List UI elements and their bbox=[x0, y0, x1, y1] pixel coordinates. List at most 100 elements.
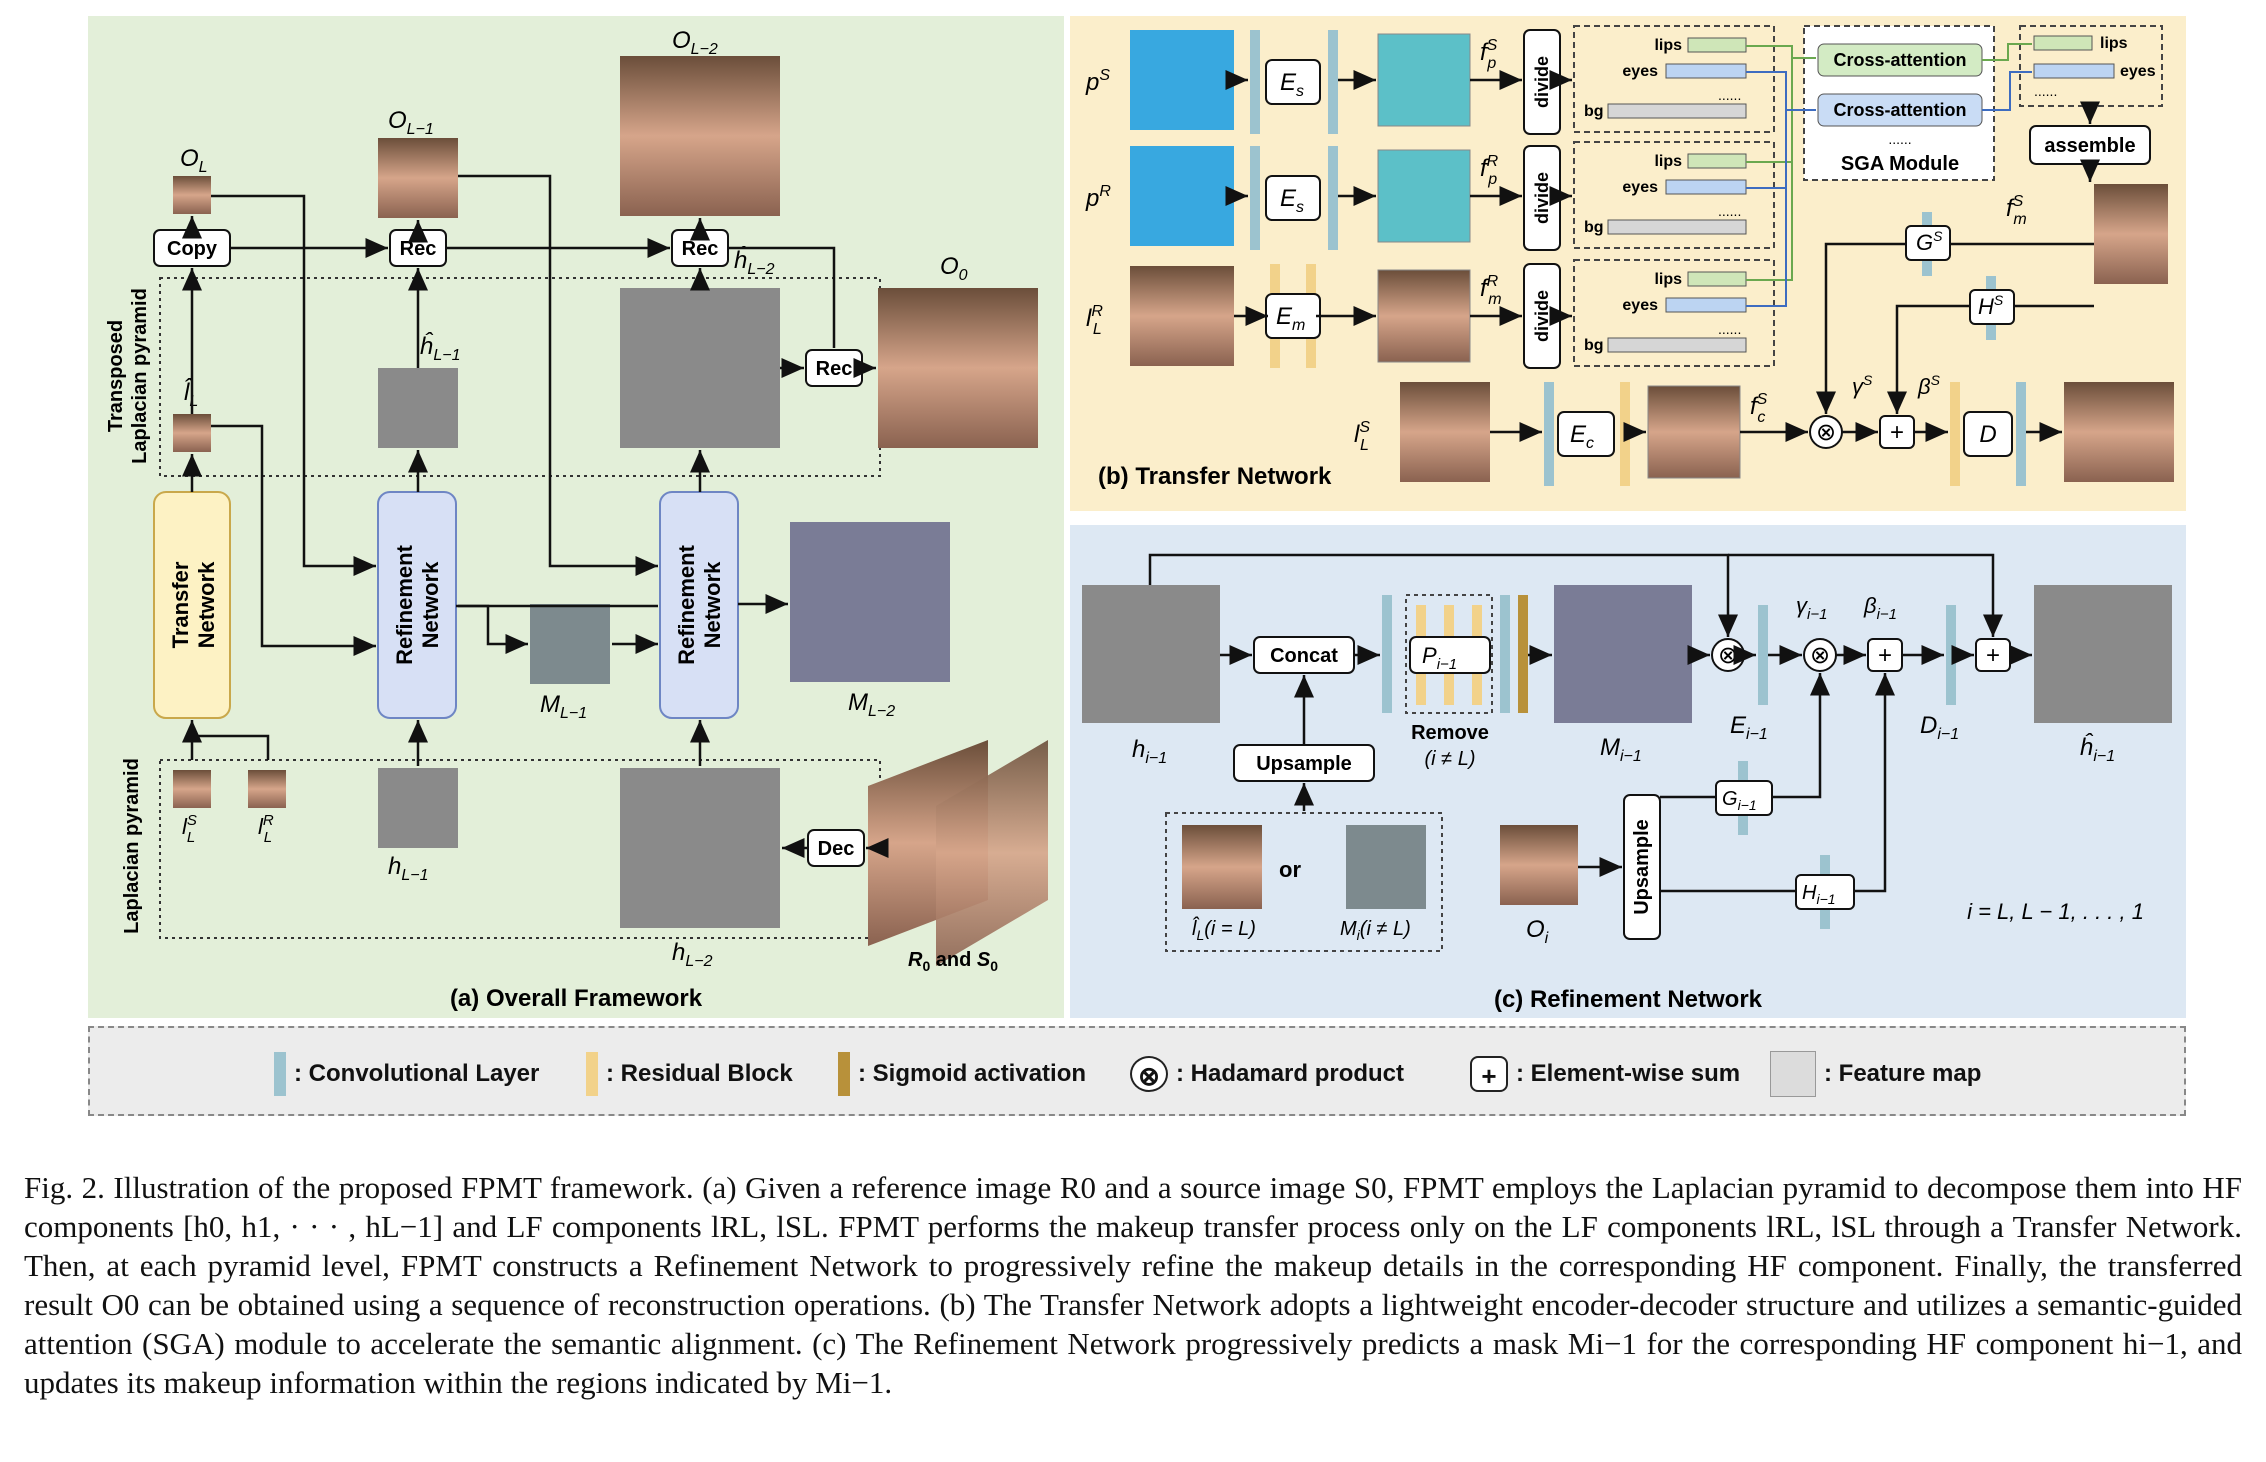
legend-featuremap-label: : Feature map bbox=[1824, 1060, 1982, 1087]
sga-module: Cross-attention Cross-attention ...... S… bbox=[1803, 25, 1995, 181]
svg-text:⊗: ⊗ bbox=[1816, 419, 1836, 446]
legend-sum-label: : Element-wise sum bbox=[1516, 1060, 1741, 1087]
condition-region bbox=[1165, 812, 1443, 952]
svg-text:Network: Network bbox=[194, 561, 219, 649]
image-M-i1 bbox=[1554, 585, 1692, 723]
image-h-i1 bbox=[1082, 585, 1220, 723]
svg-text:......: ...... bbox=[1888, 131, 1911, 147]
image-hhat-i1 bbox=[2034, 585, 2172, 723]
legend-residual-label: : Residual Block bbox=[606, 1060, 793, 1087]
sum-op-c1: + bbox=[1867, 638, 1903, 672]
assemble-box: assemble bbox=[2029, 125, 2151, 165]
label-pS: pS bbox=[1085, 67, 1110, 96]
svg-text:Cross-attention: Cross-attention bbox=[1833, 100, 1966, 120]
svg-text:+: + bbox=[1986, 642, 2000, 669]
svg-text:Upsample: Upsample bbox=[1631, 819, 1653, 915]
svg-text:+: + bbox=[1890, 419, 1904, 446]
label-M-cond: Mi(i ≠ L) bbox=[1340, 918, 1411, 943]
legend-conv: : Convolutional Layer bbox=[274, 1052, 539, 1096]
parsing-map-pS bbox=[1130, 30, 1234, 130]
svg-text:......: ...... bbox=[1718, 203, 1741, 219]
svg-text:Es: Es bbox=[1280, 69, 1304, 100]
svg-text:lips: lips bbox=[2100, 35, 2128, 52]
legend-sigmoid-label: : Sigmoid activation bbox=[858, 1060, 1087, 1087]
H-i1-block: Hi−1 bbox=[1795, 855, 1855, 929]
svg-text:⊗: ⊗ bbox=[1718, 642, 1738, 669]
image-hhat-L2 bbox=[620, 288, 780, 448]
svg-text:+: + bbox=[1878, 642, 1892, 669]
concat-box: Concat bbox=[1253, 636, 1355, 674]
svg-text:lips: lips bbox=[1654, 153, 1682, 170]
label-O-0: O0 bbox=[940, 253, 968, 284]
label-E-i1: Ei−1 bbox=[1730, 712, 1768, 743]
svg-text:Rec: Rec bbox=[816, 358, 853, 380]
svg-text:divide: divide bbox=[1532, 56, 1552, 108]
svg-text:Ec: Ec bbox=[1570, 421, 1594, 452]
upsample-box-2: Upsample bbox=[1623, 794, 1661, 940]
sum-op-c2: + bbox=[1975, 638, 2011, 672]
parsing-map-pR bbox=[1130, 146, 1234, 246]
label-lhat-L: l̂L bbox=[184, 378, 198, 410]
svg-text:bg: bg bbox=[1584, 337, 1604, 354]
svg-text:Dec: Dec bbox=[818, 838, 855, 860]
image-M-L1 bbox=[530, 604, 610, 684]
hadamard-op-c2: ⊗ bbox=[1803, 638, 1837, 672]
label-O-L2: OL−2 bbox=[672, 27, 718, 58]
svg-text:Network: Network bbox=[418, 561, 443, 649]
legend-hadamard-label: : Hadamard product bbox=[1176, 1060, 1405, 1087]
svg-text:eyes: eyes bbox=[1622, 297, 1658, 314]
svg-text:bg: bg bbox=[1584, 103, 1604, 120]
label-R0-S0: R0 and S0 bbox=[908, 949, 998, 974]
sum-op-b: + bbox=[1879, 415, 1915, 449]
svg-text:Rec: Rec bbox=[400, 238, 437, 260]
eyes-route-lines bbox=[1746, 71, 2032, 307]
legend-residual: : Residual Block bbox=[586, 1052, 793, 1096]
image-M-cond bbox=[1346, 825, 1426, 909]
upsample-box-1: Upsample bbox=[1233, 744, 1375, 782]
image-hhat-L1 bbox=[378, 368, 458, 448]
panel-overall-framework: Transposed Laplacian pyramid Laplacian p… bbox=[88, 16, 1064, 1018]
rec-box-2: Rec bbox=[671, 229, 729, 267]
panel-c-arrows bbox=[1148, 553, 2032, 893]
encoder-Em: Em bbox=[1265, 264, 1321, 368]
image-O-L2 bbox=[620, 56, 780, 216]
refinement-network-diagram: hi−1 Mi−1 ĥi−1 Oi Ei−1 Di−1 γi−1 βi−1 l̂… bbox=[1082, 553, 2172, 1013]
sum-icon: + bbox=[1470, 1056, 1508, 1092]
svg-text:SGA Module: SGA Module bbox=[1841, 153, 1959, 175]
image-l-R bbox=[248, 770, 286, 808]
legend-featuremap: : Feature map bbox=[1770, 1051, 1982, 1097]
svg-text:Es: Es bbox=[1280, 185, 1304, 216]
parts-group-2: lips eyes ...... bg bbox=[1573, 141, 1775, 249]
label-O-i: Oi bbox=[1526, 916, 1549, 947]
svg-text:Refinement: Refinement bbox=[392, 544, 417, 664]
svg-text:Rec: Rec bbox=[682, 238, 719, 260]
svg-text:divide: divide bbox=[1532, 290, 1552, 342]
rec-box-1: Rec bbox=[389, 229, 447, 267]
svg-text:Em: Em bbox=[1276, 303, 1305, 334]
svg-text:Concat: Concat bbox=[1270, 645, 1338, 667]
svg-text:lips: lips bbox=[1654, 37, 1682, 54]
dec-box: Dec bbox=[807, 829, 865, 867]
encoder-Es-1: Es bbox=[1250, 30, 1338, 134]
image-fmS bbox=[2094, 184, 2168, 284]
hadamard-op-c1: ⊗ bbox=[1711, 638, 1745, 672]
svg-text:......: ...... bbox=[2034, 83, 2057, 99]
D-conv bbox=[1946, 605, 1956, 705]
label-M-L1: ML−1 bbox=[540, 691, 587, 722]
decoder-D: D bbox=[1950, 382, 2026, 486]
label-h-i1: hi−1 bbox=[1132, 736, 1167, 767]
label-O-L: OL bbox=[180, 145, 208, 176]
hadamard-icon: ⊗ bbox=[1130, 1056, 1168, 1092]
image-O-0 bbox=[878, 288, 1038, 448]
panel-b-arrows bbox=[1225, 70, 2100, 442]
rec-box-3: Rec bbox=[805, 349, 863, 387]
figure-caption: Fig. 2. Illustration of the proposed FPM… bbox=[24, 1170, 2242, 1400]
feature-map-icon bbox=[1770, 1051, 1816, 1097]
panel-c-title: (c) Refinement Network bbox=[1494, 986, 1763, 1013]
residual-swatch bbox=[586, 1052, 598, 1096]
